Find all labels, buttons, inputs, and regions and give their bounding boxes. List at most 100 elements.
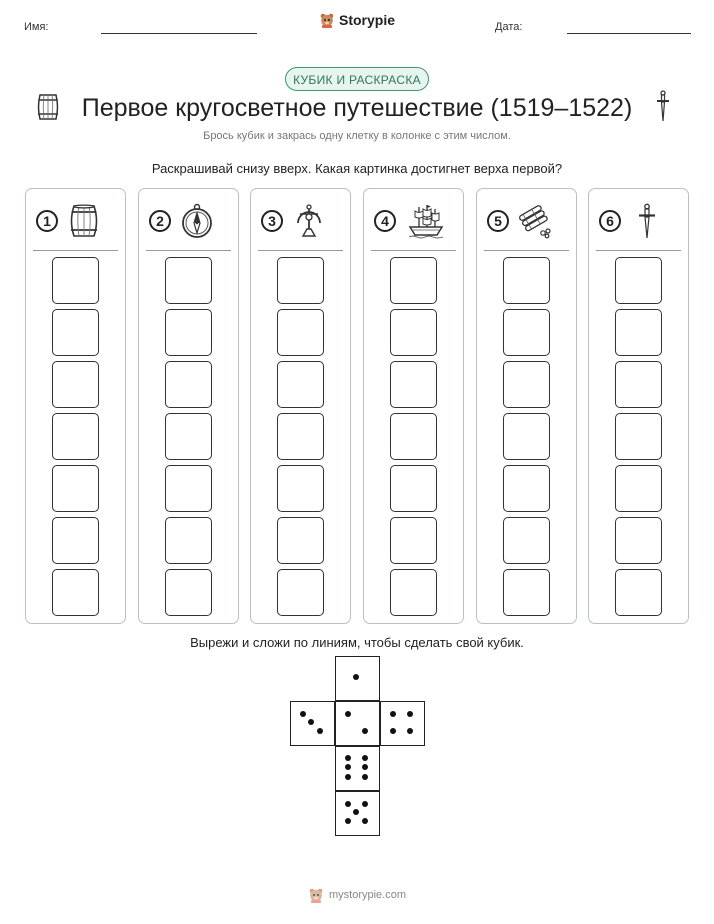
color-cell[interactable]: [503, 361, 550, 408]
color-cell[interactable]: [52, 361, 99, 408]
barrel-icon: [70, 204, 98, 237]
name-line[interactable]: [101, 33, 257, 34]
dice-pip: [345, 818, 351, 824]
color-cell[interactable]: [165, 257, 212, 304]
column-1: 1: [25, 188, 126, 624]
color-cell[interactable]: [390, 413, 437, 460]
dice-face-6: [335, 746, 380, 791]
column-divider: [484, 250, 569, 251]
dice-pip: [407, 711, 413, 717]
date-label: Дата:: [495, 21, 523, 33]
color-cell[interactable]: [390, 517, 437, 564]
color-cell[interactable]: [277, 465, 324, 512]
column-6: 6: [588, 188, 689, 624]
color-cell[interactable]: [277, 413, 324, 460]
color-cell[interactable]: [615, 309, 662, 356]
color-cell[interactable]: [615, 517, 662, 564]
color-cell[interactable]: [503, 257, 550, 304]
color-cell[interactable]: [503, 309, 550, 356]
color-cell[interactable]: [277, 517, 324, 564]
column-number: 6: [599, 210, 621, 232]
dice-pip: [362, 755, 368, 761]
column-3: 3: [250, 188, 351, 624]
color-cell[interactable]: [503, 465, 550, 512]
column-divider: [371, 250, 456, 251]
column-5: 5: [476, 188, 577, 624]
color-cell[interactable]: [615, 569, 662, 616]
color-cell[interactable]: [165, 361, 212, 408]
column-number: 3: [261, 210, 283, 232]
name-label: Имя:: [24, 21, 49, 33]
column-4: 4: [363, 188, 464, 624]
dice-pip: [345, 755, 351, 761]
dice-pip: [345, 711, 351, 717]
dice-pip: [300, 711, 306, 717]
color-cell[interactable]: [52, 517, 99, 564]
color-cell[interactable]: [615, 361, 662, 408]
color-cell[interactable]: [277, 309, 324, 356]
compass-icon: [182, 203, 212, 238]
dice-pip: [390, 711, 396, 717]
color-cell[interactable]: [503, 569, 550, 616]
color-cell[interactable]: [390, 361, 437, 408]
color-cell[interactable]: [165, 569, 212, 616]
color-cell[interactable]: [52, 569, 99, 616]
brand-name: Storypie: [338, 12, 395, 28]
page-title: Первое кругосветное путешествие (1519–15…: [81, 94, 633, 122]
dice-face-2: [335, 701, 380, 746]
dice-pip: [353, 809, 359, 815]
dice-pip: [345, 764, 351, 770]
dice-face-4: [380, 701, 425, 746]
ship-icon: [408, 205, 444, 239]
dice-pip: [345, 774, 351, 780]
dice-face-1: [335, 656, 380, 701]
dice-pip: [407, 728, 413, 734]
column-number: 5: [487, 210, 509, 232]
color-cell[interactable]: [390, 309, 437, 356]
color-cell[interactable]: [165, 413, 212, 460]
storypie-mascot-icon: [309, 888, 323, 903]
column-number: 2: [149, 210, 171, 232]
column-2: 2: [138, 188, 239, 624]
color-cell[interactable]: [503, 517, 550, 564]
color-cell[interactable]: [615, 413, 662, 460]
column-number: 1: [36, 210, 58, 232]
color-cell[interactable]: [165, 517, 212, 564]
storypie-mascot-icon: [320, 13, 334, 28]
dice-pip: [353, 674, 359, 680]
color-cell[interactable]: [615, 257, 662, 304]
game-question: Раскрашивай снизу вверх. Какая картинка …: [151, 161, 563, 176]
date-line[interactable]: [567, 33, 691, 34]
color-cell[interactable]: [277, 257, 324, 304]
page-subtitle: Брось кубик и закрась одну клетку в коло…: [203, 130, 511, 142]
color-cell[interactable]: [615, 465, 662, 512]
color-cell[interactable]: [277, 569, 324, 616]
cut-instruction: Вырежи и сложи по линиям, чтобы сделать …: [190, 635, 524, 650]
column-divider: [596, 250, 681, 251]
footer-url[interactable]: mystorypie.com: [328, 889, 407, 901]
column-divider: [33, 250, 118, 251]
barrel-icon: [37, 94, 59, 120]
color-cell[interactable]: [390, 465, 437, 512]
dice-pip: [362, 801, 368, 807]
astrolabe-icon: [297, 204, 321, 237]
color-cell[interactable]: [52, 257, 99, 304]
brand-logo: Storypie: [0, 12, 714, 28]
sword-icon: [657, 90, 669, 122]
dice-face-3: [290, 701, 335, 746]
color-cell[interactable]: [52, 413, 99, 460]
sword-icon: [639, 203, 655, 239]
footer: mystorypie.com: [0, 887, 714, 903]
color-cell[interactable]: [165, 309, 212, 356]
column-divider: [258, 250, 343, 251]
color-cell[interactable]: [165, 465, 212, 512]
category-badge: КУБИК И РАСКРАСКА: [285, 67, 429, 91]
color-cell[interactable]: [52, 309, 99, 356]
color-cell[interactable]: [390, 257, 437, 304]
dice-pip: [362, 774, 368, 780]
color-cell[interactable]: [277, 361, 324, 408]
dice-pip: [317, 728, 323, 734]
color-cell[interactable]: [503, 413, 550, 460]
color-cell[interactable]: [52, 465, 99, 512]
color-cell[interactable]: [390, 569, 437, 616]
